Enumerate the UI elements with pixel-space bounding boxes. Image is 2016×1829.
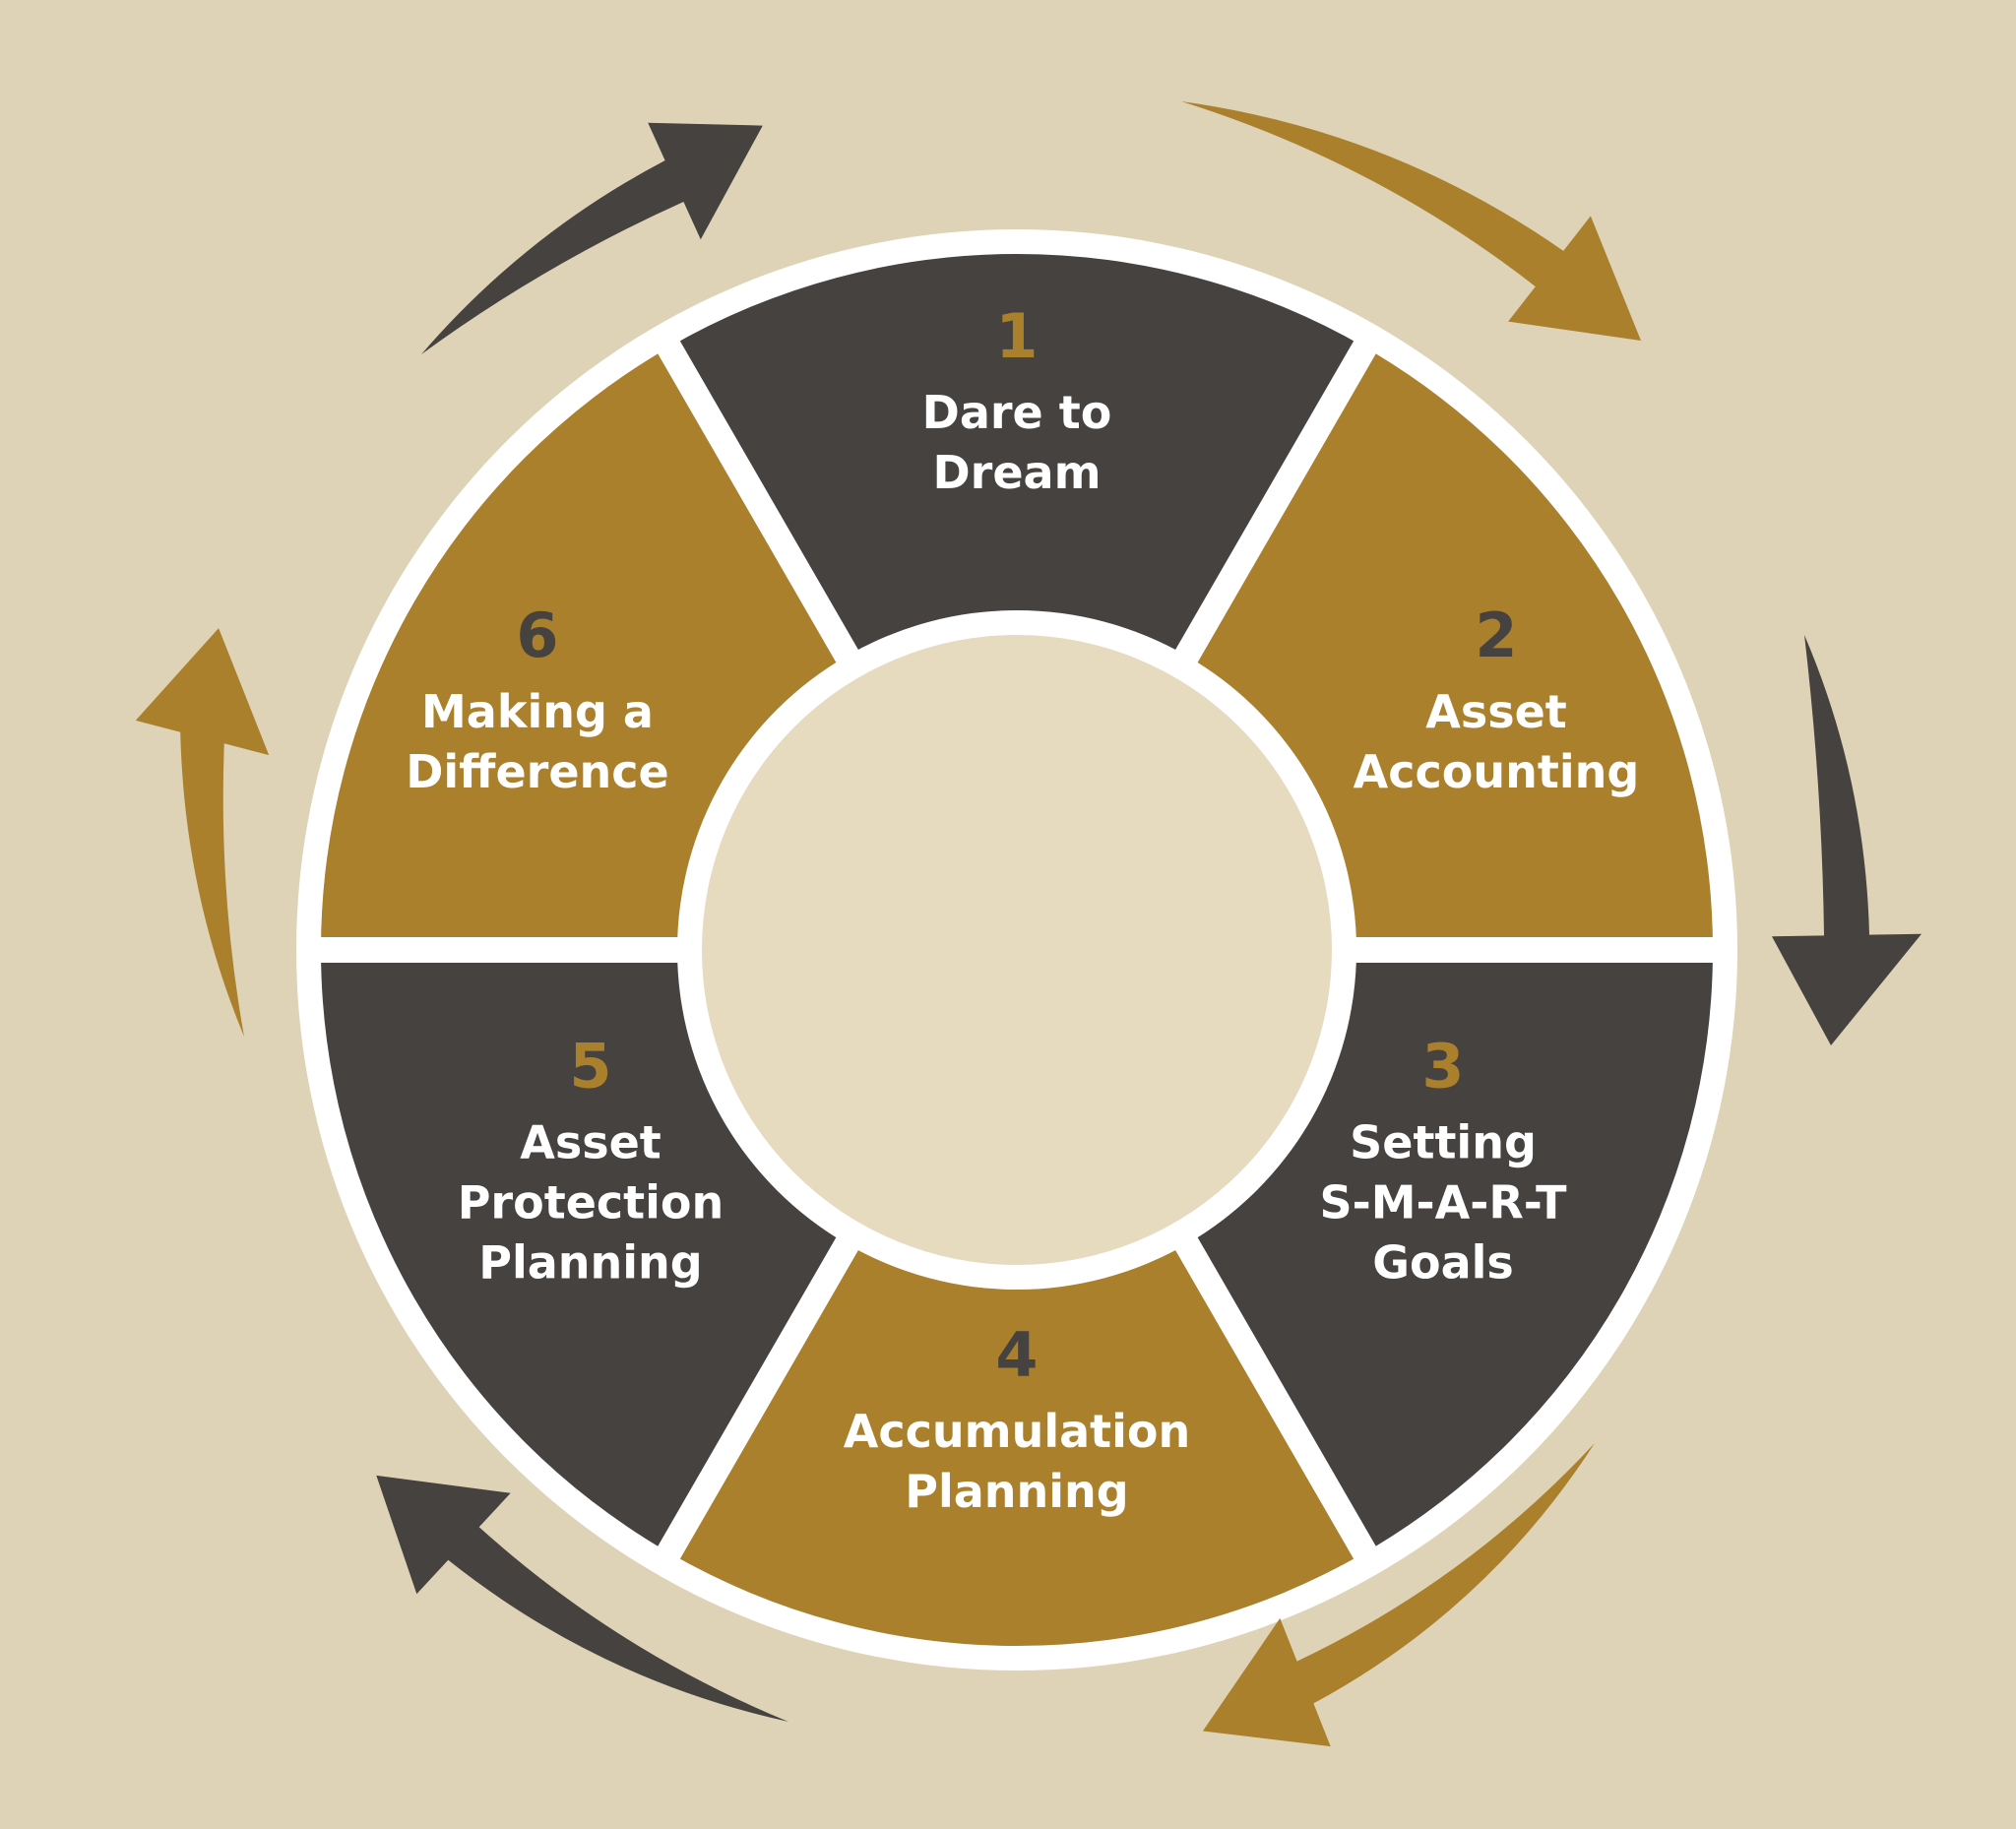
segment-4-accumulation-planning	[668, 1243, 1365, 1647]
segment-1-dare-to-dream	[668, 253, 1365, 657]
inner-circle	[702, 635, 1332, 1265]
curved-arrow-left	[135, 628, 270, 1037]
curved-arrow-right	[1772, 635, 1922, 1045]
segment-3-setting-smart-goals	[1186, 950, 1713, 1553]
segment-6-making-a-difference	[321, 347, 848, 950]
segment-2-asset-accounting	[1186, 347, 1714, 950]
curved-arrow-bottom-right	[1202, 1443, 1595, 1747]
segment-dividers	[302, 324, 1732, 1576]
segment-5-asset-protection-planning	[320, 950, 848, 1553]
curved-arrow-top-left	[421, 122, 763, 354]
curved-arrow-top-right	[1181, 101, 1641, 341]
curved-arrow-bottom-left	[376, 1475, 788, 1722]
